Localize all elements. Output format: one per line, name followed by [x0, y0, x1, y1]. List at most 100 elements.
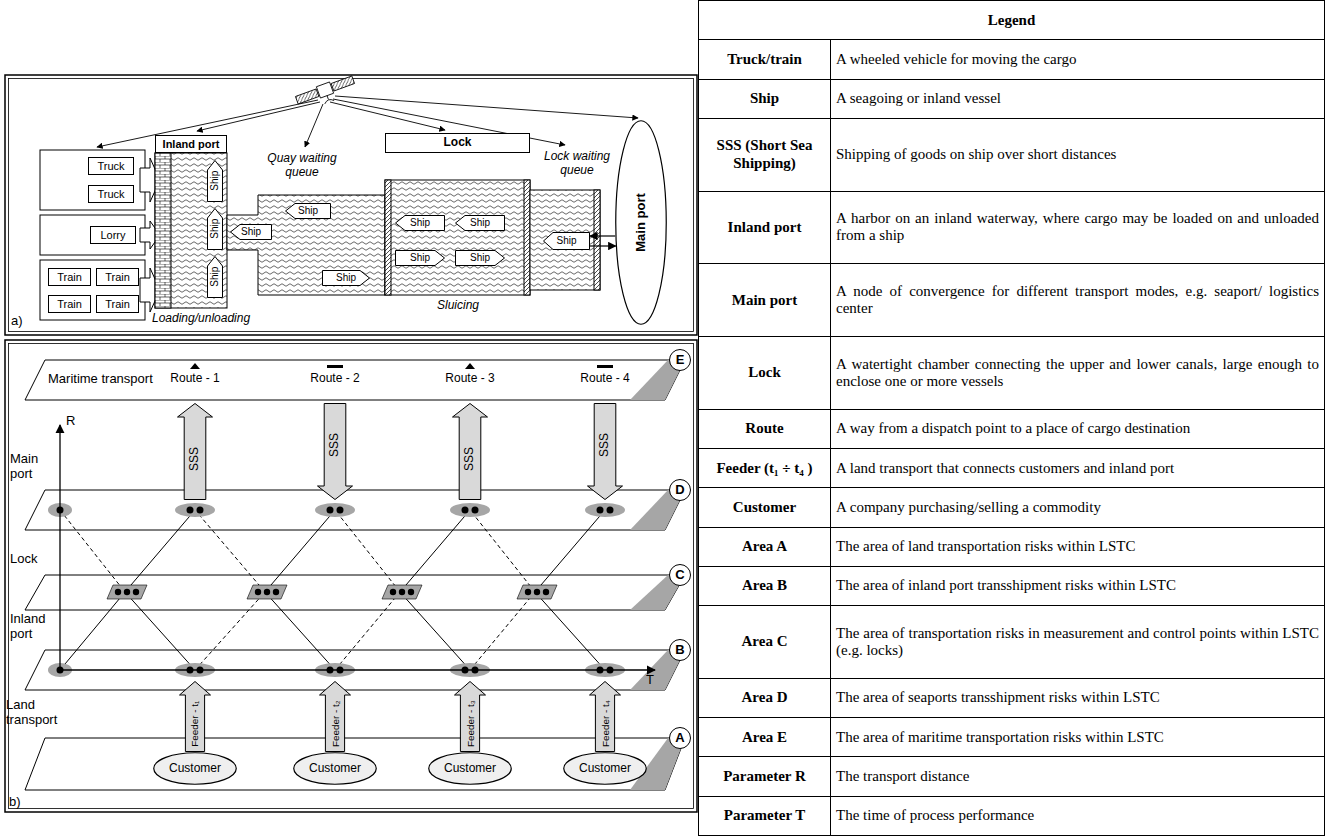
definition-text: A watertight chamber connecting the uppe…: [836, 356, 1319, 389]
alt-link: [195, 592, 265, 670]
ship-icon: Ship: [322, 270, 370, 286]
node-text: SSS: [328, 432, 342, 456]
node-dot: [408, 589, 414, 595]
table-cell: The area of maritime transportation risk…: [831, 718, 1325, 757]
table-cell: Lock: [699, 337, 831, 410]
area-letter: E: [669, 349, 691, 371]
port-header: Inland port: [155, 135, 227, 153]
node-spot: [315, 503, 355, 517]
node-text: C: [675, 568, 684, 583]
term-text: Truck/train: [727, 51, 802, 67]
lock-pad: [247, 585, 287, 599]
node-text: Main port: [634, 193, 649, 252]
plane: [25, 738, 685, 790]
route-link: [535, 510, 605, 592]
plane-label: Main port: [10, 452, 56, 482]
sss-arrow: SSS: [587, 403, 623, 500]
node-dot: [115, 589, 121, 595]
definition-text: A wheeled vehicle for moving the cargo: [836, 51, 1076, 67]
table-cell: Area B: [699, 566, 831, 605]
feeder-arrow: Feeder - t₄: [589, 681, 621, 752]
plane-label: Lock: [10, 552, 37, 567]
term-text: Parameter T: [724, 807, 806, 823]
node-dot: [187, 507, 194, 514]
customer-ellipse: Customer: [293, 752, 377, 785]
node-text: Ship: [470, 252, 490, 264]
route-link: [265, 510, 335, 592]
ship-icon: Ship: [285, 203, 331, 219]
alt-link: [60, 510, 125, 592]
route-link: [265, 592, 335, 670]
plane-label: Maritime transport: [48, 372, 153, 387]
node-dot: [543, 589, 549, 595]
alt-link: [195, 510, 265, 592]
table-cell: The area of land transportation risks wi…: [831, 527, 1325, 566]
table-cell: The transport distance: [831, 757, 1325, 796]
table-cell: Shipping of goods on ship over short dis…: [831, 118, 1325, 191]
waterway: [155, 153, 600, 308]
lock-header: Lock: [385, 133, 530, 153]
node-text: Train: [57, 298, 82, 311]
definition-text: The area of transportation risks in meas…: [836, 625, 1319, 658]
node-text: Ship: [410, 252, 430, 264]
term-text: Parameter R: [723, 768, 806, 784]
term-text: Area E: [742, 729, 787, 745]
layer-planes: [25, 360, 685, 790]
definition-text: A company purchasing/selling a commodity: [836, 499, 1101, 515]
customer-ellipse: Customer: [153, 752, 237, 785]
lock-pad: [382, 585, 422, 599]
alt-link: [470, 592, 535, 670]
area-letter: C: [669, 564, 691, 586]
node-text: Ship: [470, 217, 490, 229]
node-text: Truck: [97, 160, 124, 173]
plane-label: Land transport: [6, 698, 60, 728]
node-text: Customer: [169, 762, 221, 776]
term-text: Area D: [742, 689, 788, 705]
flow-arrow: [590, 235, 615, 236]
plane: [25, 650, 685, 690]
ship-icon: Ship: [230, 224, 272, 240]
route-label: Route - 4: [573, 372, 637, 386]
process-label: Loading/unloading: [152, 312, 250, 326]
feeder-arrow: Feeder - t₂: [319, 681, 351, 752]
term-text: Main port: [732, 292, 797, 308]
node-text: Ship: [298, 205, 318, 217]
definition-text: The area of inland port transshipment ri…: [836, 577, 1176, 593]
route-link: [535, 592, 605, 670]
route-marker: [597, 365, 613, 368]
route-link: [60, 592, 125, 670]
route-marker: [327, 365, 343, 368]
node-text: Feeder - t₁: [189, 700, 200, 746]
ship-icon: Ship: [207, 256, 223, 298]
table-cell: A node of convergence for different tran…: [831, 264, 1325, 337]
route-link: [125, 592, 195, 670]
node-text: Train: [105, 271, 130, 284]
ship-icon: Ship: [455, 250, 505, 266]
table-cell: A way from a dispatch point to a place o…: [831, 409, 1325, 448]
node-dot: [337, 507, 344, 514]
node-dot: [273, 589, 279, 595]
node-spot: [450, 503, 490, 517]
flow-arrow: [590, 245, 616, 246]
table-cell: The time of process performance: [831, 796, 1325, 835]
table-cell: Ship: [699, 79, 831, 118]
node-dot: [327, 507, 334, 514]
route-marker: [465, 363, 475, 369]
sss-arrow: SSS: [317, 403, 353, 500]
term-text: Area B: [742, 577, 787, 593]
table-cell: Legend: [699, 1, 1325, 40]
node-text: Train: [57, 271, 82, 284]
ship-icon: Ship: [395, 250, 445, 266]
node-dot: [472, 507, 479, 514]
area-letter: B: [669, 639, 691, 661]
legend-table: LegendTruck/train A wheeled vehicle for m…: [698, 0, 1325, 836]
route-label: Route - 3: [438, 372, 502, 386]
plane: [25, 360, 685, 400]
table-cell: Area E: [699, 718, 831, 757]
table-cell: A land transport that connects customers…: [831, 449, 1325, 488]
table-cell: The area of transportation risks in meas…: [831, 606, 1325, 679]
node-text: B: [675, 643, 684, 658]
node-text: Lorry: [100, 229, 125, 242]
node-dot: [264, 589, 270, 595]
route-label: Route - 1: [163, 372, 227, 386]
